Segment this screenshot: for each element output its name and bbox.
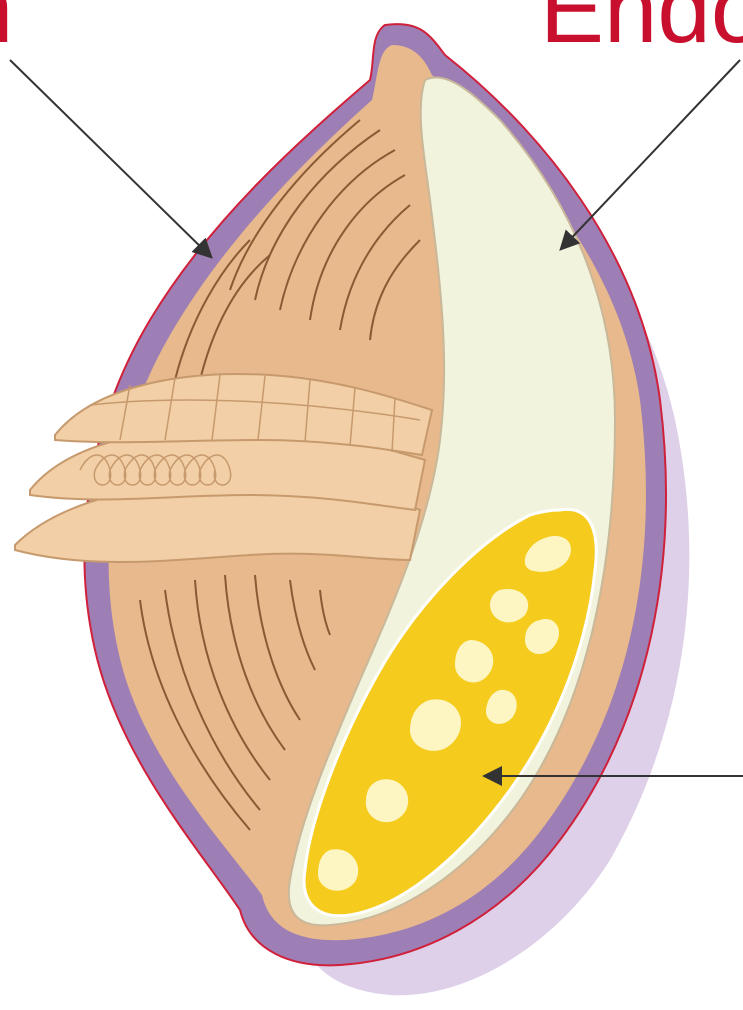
peeled-bran-layers (15, 374, 432, 562)
arrow-endosperm (562, 60, 740, 248)
arrow-bran (10, 60, 210, 256)
